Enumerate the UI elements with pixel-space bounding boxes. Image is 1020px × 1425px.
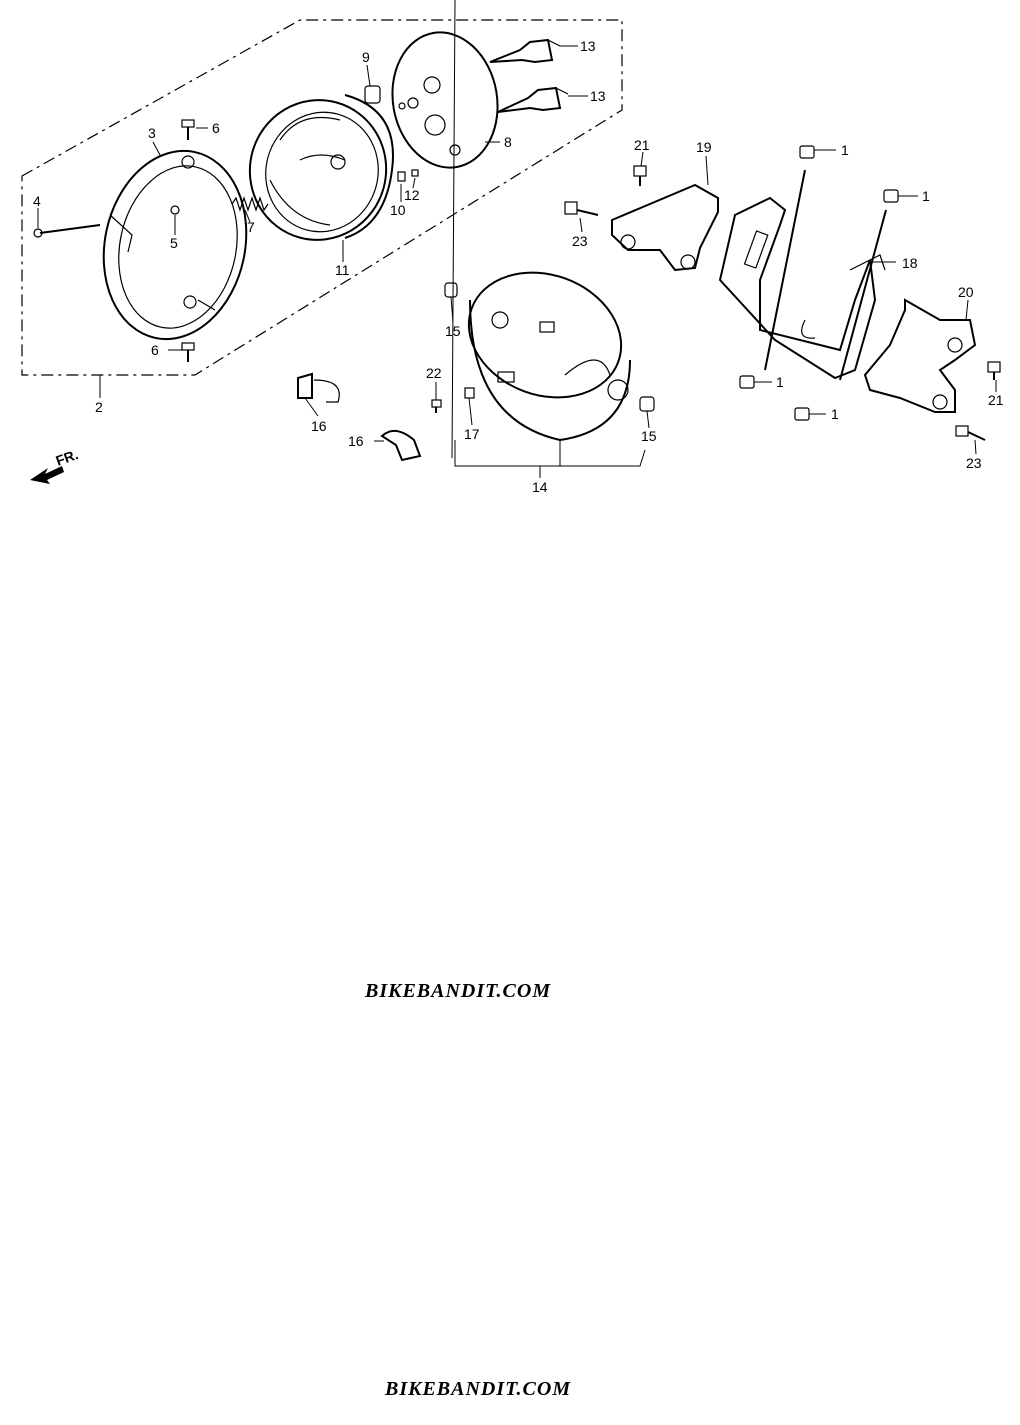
callout-1: 1 [831, 406, 839, 422]
callout-12: 12 [404, 187, 420, 203]
fr-label: FR. [54, 446, 81, 469]
callout-18: 18 [902, 255, 918, 271]
callout-5: 5 [170, 235, 178, 251]
callout-21: 21 [988, 392, 1004, 408]
front-direction-arrow: FR. [30, 446, 80, 484]
callout-1: 1 [922, 188, 930, 204]
callout-3: 3 [148, 125, 156, 141]
headlight-bracket-right [863, 298, 977, 413]
dust-cover [391, 31, 499, 169]
rim-screw [33, 224, 101, 238]
callout-9: 9 [362, 49, 370, 65]
flange-nut-b [883, 189, 899, 203]
callout-2: 2 [95, 399, 103, 415]
callout-6: 6 [151, 342, 159, 358]
socket-collar [364, 85, 381, 104]
washer [170, 205, 180, 215]
callout-16: 16 [311, 418, 327, 434]
grommet-left [444, 282, 458, 298]
callout-19: 19 [696, 139, 712, 155]
bolt-21-left [633, 165, 647, 186]
callout-15: 15 [641, 428, 657, 444]
flange-nut-a [799, 145, 815, 159]
case-screw [431, 399, 442, 413]
case-nut [464, 387, 475, 399]
wire-clamp-lower [380, 429, 422, 462]
callout-21: 21 [634, 137, 650, 153]
grommet-right [639, 396, 655, 412]
wire-clamp-upper [297, 372, 340, 403]
clip [397, 171, 406, 182]
flange-nut-d [794, 407, 810, 421]
adjust-spring [231, 196, 269, 212]
callout-13: 13 [590, 88, 606, 104]
callout-22: 22 [426, 365, 442, 381]
callout-8: 8 [504, 134, 512, 150]
bolt-23-right [955, 425, 986, 441]
callout-20: 20 [958, 284, 974, 300]
callout-15: 15 [445, 323, 461, 339]
callout-14: 14 [532, 479, 548, 495]
assembly-boundary [21, 19, 623, 376]
callout-7: 7 [247, 219, 255, 235]
headlight-unit [248, 94, 394, 241]
headlight-mount-stay [718, 169, 887, 381]
callout-6: 6 [212, 120, 220, 136]
watermark-lower: BIKEBANDIT.COM [385, 1378, 572, 1400]
bolt-23-left [564, 201, 599, 216]
headlight-rim [102, 149, 248, 341]
callouts: 1 1 1 1 2 3 4 5 6 6 7 8 9 10 11 12 13 13… [33, 38, 1004, 495]
callout-23: 23 [572, 233, 588, 249]
callout-16: 16 [348, 433, 364, 449]
callout-1: 1 [776, 374, 784, 390]
flange-nut-c [739, 375, 755, 389]
bulb-lower [497, 86, 569, 113]
bolt-21-right [987, 361, 1001, 380]
headlight-bracket-left [611, 183, 719, 272]
watermark-upper: BIKEBANDIT.COM [365, 980, 552, 1002]
screw-upper [181, 119, 195, 140]
callout-4: 4 [33, 193, 41, 209]
nut [411, 169, 419, 177]
leader-lines [37, 0, 997, 478]
screw-lower [181, 342, 195, 362]
bulb-upper [489, 38, 561, 64]
callout-1: 1 [841, 142, 849, 158]
callout-17: 17 [464, 426, 480, 442]
headlight-case [467, 271, 631, 442]
callout-10: 10 [390, 202, 406, 218]
callout-11: 11 [335, 262, 350, 278]
callout-13: 13 [580, 38, 596, 54]
callout-23: 23 [966, 455, 982, 471]
